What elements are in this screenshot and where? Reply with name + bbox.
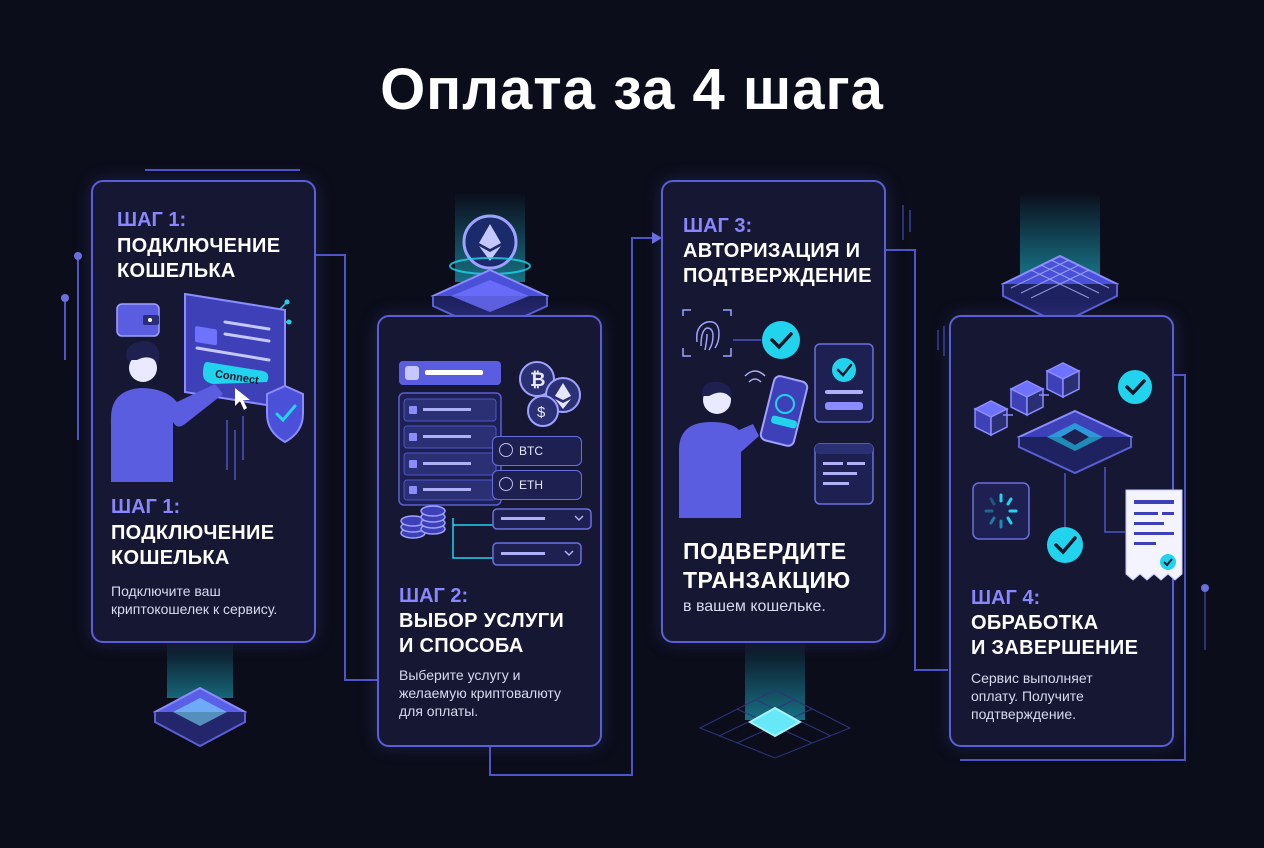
spinner-icon [972,482,1030,540]
step-1-heading-line1: ПОДКЛЮЧЕНИЕ [117,235,281,257]
btc-option[interactable]: BTC [492,436,582,466]
step-4-heading-line2: И ЗАВЕРШЕНИЕ [971,637,1139,659]
coin-stack-icon [400,505,446,539]
service-selection-illustration: ₿ $ [398,361,592,566]
step-4-description-line3: подтверждение. [971,706,1077,722]
chip-platform-icon [152,640,248,748]
check-icon [762,321,800,359]
step-1-card: ШАГ 1: ПОДКЛЮЧЕНИЕ КОШЕЛЬКА Connect [91,180,316,643]
step-1-description-line1: Подключите ваш [111,583,221,599]
ethereum-platform-icon [430,192,550,332]
person-icon [679,381,759,518]
dropdown-select-1 [492,508,592,530]
step-3-label: ШАГ 3: [683,215,753,237]
receipt-icon [1125,489,1183,581]
coin-icon: $ [527,395,559,427]
step-4-description-line2: оплату. Получите [971,688,1084,704]
step-3-heading-line2: ПОДТВЕРЖДЕНИЕ [683,265,872,287]
confirm-transaction-line2: ТРАНЗАКЦИЮ [683,567,851,593]
wallet-icon [116,303,160,337]
page-title: Оплата за 4 шага [380,57,884,122]
step-3-description-line1: в вашем кошельке. [683,598,826,615]
step-2-description-line2: желаемую криптовалюту [399,685,561,701]
bitcoin-icon: ₿ [519,361,555,397]
step-3-card: ШАГ 3: АВТОРИЗАЦИЯ И ПОДТВЕРЖДЕНИЕ [661,180,886,643]
eth-option-label: ETH [519,478,543,492]
authorization-illustration [679,309,874,518]
step-1-label-repeat: ШАГ 1: [111,496,181,518]
step-3-heading-line1: АВТОРИЗАЦИЯ И [683,240,861,262]
btc-option-label: BTC [519,444,543,458]
step-2-card: ₿ $ BTC [377,315,602,747]
step-2-label: ШАГ 2: [399,585,469,607]
phone-icon [759,375,809,447]
ethereum-icon [499,477,513,491]
blockchain-cubes-icon [973,362,1081,437]
step-1-heading-repeat-line1: ПОДКЛЮЧЕНИЕ [111,522,275,544]
shield-check-icon [266,384,304,444]
step-1-description-line2: криптокошелек к сервису. [111,601,278,617]
step-4-label: ШАГ 4: [971,587,1041,609]
confirm-transaction-line1: ПОДВЕРДИТЕ [683,538,847,564]
fingerprint-icon [682,309,732,357]
connect-button: Connect [203,362,269,387]
check-icon [1047,527,1083,563]
dropdown-select-2 [492,542,582,566]
check-icon [1118,370,1152,404]
processing-illustration [972,362,1152,563]
eth-option[interactable]: ETH [492,470,582,500]
chip-icon [1016,409,1134,475]
svg-text:₿: ₿ [530,370,545,391]
step-1-heading-line2: КОШЕЛЬКА [117,260,236,282]
step-2-description-line1: Выберите услугу и [399,667,521,683]
step-1-label: ШАГ 1: [117,209,187,231]
wallet-connect-illustration: Connect [111,292,304,482]
step-2-heading-line2: И СПОСОБА [399,635,524,657]
step-4-description-line1: Сервис выполняет [971,670,1093,686]
bitcoin-icon [499,443,513,457]
svg-text:$: $ [537,404,546,421]
step-2-description-line3: для оплаты. [399,703,479,719]
chip-platform-icon [1000,192,1120,326]
person-icon [111,341,223,482]
step-1-heading-repeat-line2: КОШЕЛЬКА [111,547,230,569]
step-4-heading-line1: ОБРАБОТКА [971,612,1099,634]
step-2-heading-line1: ВЫБОР УСЛУГИ [399,610,565,632]
grid-platform-icon [698,640,852,759]
cursor-icon [235,388,250,410]
